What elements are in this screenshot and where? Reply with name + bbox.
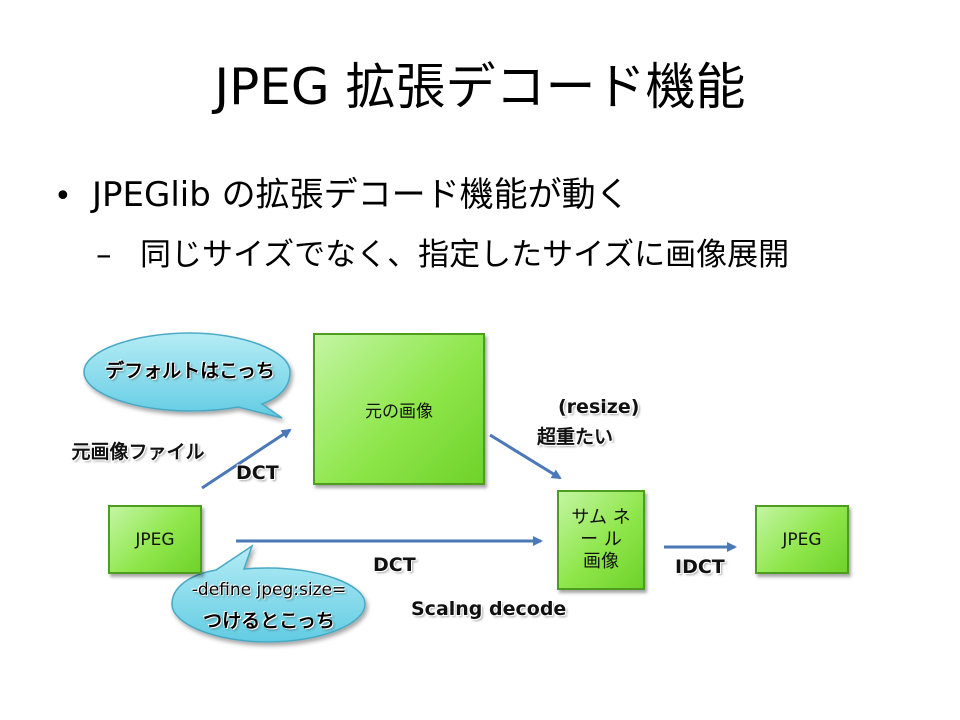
original-image-box: 元の画像 bbox=[313, 333, 485, 485]
thumbnail-label: サム ネー ル 画像 bbox=[571, 507, 631, 572]
resize-note-label: 超重たい bbox=[537, 426, 614, 448]
callout-default-bubble bbox=[83, 332, 291, 419]
idct-label: IDCT bbox=[675, 556, 725, 578]
bullet-text: JPEGlib の拡張デコード機能が動く bbox=[92, 175, 630, 215]
sub-bullet-point: – 同じサイズでなく、指定したサイズに画像展開 bbox=[96, 232, 896, 278]
source-file-label: 元画像ファイル bbox=[71, 441, 205, 463]
original-image-label: 元の画像 bbox=[365, 401, 433, 422]
jpeg-output-label: JPEG bbox=[782, 529, 822, 550]
callout-define-bubble bbox=[171, 544, 366, 643]
bullet-point: • JPEGlib の拡張デコード機能が動く bbox=[54, 170, 630, 222]
thumbnail-box: サム ネー ル 画像 bbox=[557, 490, 645, 590]
sub-bullet-marker: – bbox=[96, 237, 112, 273]
jpeg-input-label: JPEG bbox=[135, 529, 175, 550]
slide-title: JPEG 拡張デコード機能 bbox=[214, 58, 746, 116]
jpeg-input-box: JPEG bbox=[108, 505, 202, 574]
dct-lower-label: DCT bbox=[373, 554, 416, 576]
sub-bullet-text: 同じサイズでなく、指定したサイズに画像展開 bbox=[140, 237, 790, 273]
arrow-to-original bbox=[201, 428, 292, 490]
arrow-resize bbox=[489, 433, 562, 480]
callout-define-line1: -define jpeg:size= bbox=[191, 580, 347, 600]
bullet-marker: • bbox=[54, 179, 72, 214]
dct-upper-label: DCT bbox=[236, 462, 279, 484]
resize-label: (resize) bbox=[558, 396, 640, 418]
jpeg-output-box: JPEG bbox=[755, 505, 849, 574]
callout-default-text: デフォルトはこっち bbox=[105, 360, 275, 382]
callout-define-line2: つけるとこっち bbox=[203, 610, 335, 632]
scaling-decode-label: Scalng decode bbox=[411, 598, 567, 620]
